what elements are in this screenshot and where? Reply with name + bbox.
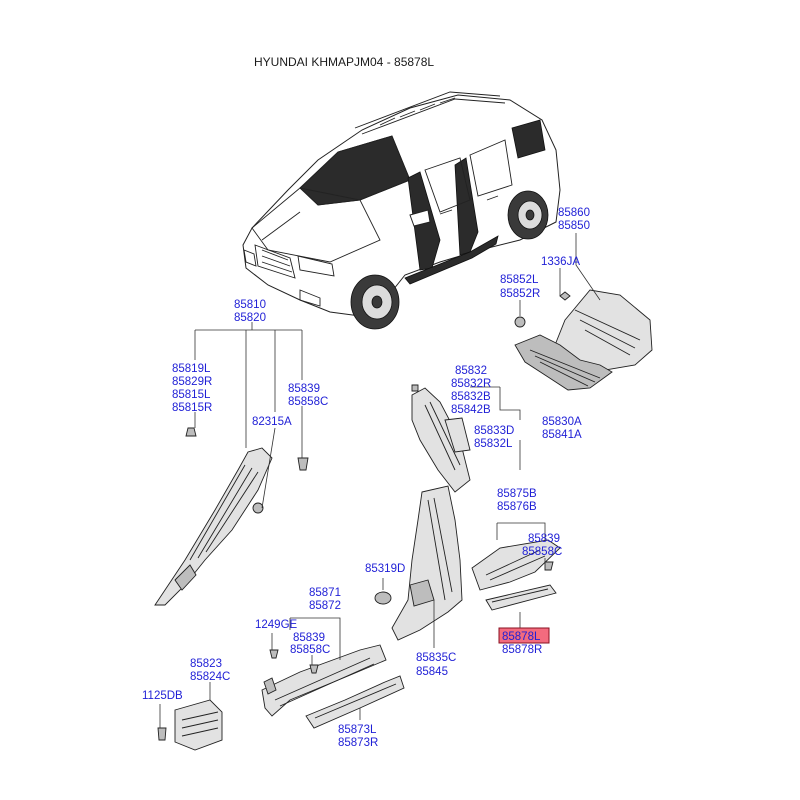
label-85858C-a[interactable]: 85858C [288, 396, 328, 408]
front-door-scuff-assembly [261, 644, 405, 729]
label-85832R[interactable]: 85832R [451, 378, 491, 390]
label-85832L[interactable]: 85832L [474, 438, 513, 450]
scuff-plate-85878L[interactable] [485, 584, 557, 611]
label-85839-a[interactable]: 85839 [288, 383, 320, 395]
label-85819L[interactable]: 85819L [172, 363, 211, 375]
label-85832B[interactable]: 85832B [451, 391, 491, 403]
clip-85839-c [309, 664, 319, 674]
front-pillar-trim [154, 427, 309, 606]
rear-door-scuff-assembly [471, 539, 561, 611]
label-85839-c[interactable]: 85839 [293, 632, 325, 644]
center-pillar-trim [374, 384, 471, 641]
label-85873R[interactable]: 85873R [338, 737, 378, 749]
clip-1336JA [559, 291, 571, 301]
label-85842B[interactable]: 85842B [451, 404, 491, 416]
clip-85839-a [297, 457, 309, 471]
label-85820[interactable]: 85820 [234, 312, 266, 324]
grommet-85319D [374, 591, 392, 605]
label-85852R[interactable]: 85852R [500, 288, 540, 300]
label-85871[interactable]: 85871 [309, 587, 341, 599]
cargo-trim-panel [514, 289, 653, 391]
label-85858C-c[interactable]: 85858C [290, 644, 330, 656]
screw-1125DB [157, 727, 167, 741]
label-85872[interactable]: 85872 [309, 600, 341, 612]
label-85839-b[interactable]: 85839 [528, 533, 560, 545]
label-85830A[interactable]: 85830A [542, 416, 582, 428]
label-85810[interactable]: 85810 [234, 299, 266, 311]
label-85832[interactable]: 85832 [455, 365, 487, 377]
clip-85839-b [544, 561, 554, 571]
label-85319D[interactable]: 85319D [365, 563, 405, 575]
label-85835C[interactable]: 85835C [416, 652, 456, 664]
label-85841A[interactable]: 85841A [542, 429, 582, 441]
clip-82315A [252, 502, 264, 514]
label-82315A[interactable]: 82315A [252, 416, 292, 428]
label-85858C-b[interactable]: 85858C [522, 546, 562, 558]
clip-85852 [514, 316, 526, 328]
label-85815L[interactable]: 85815L [172, 389, 211, 401]
label-85860[interactable]: 85860 [558, 207, 590, 219]
vehicle-illustration [242, 91, 561, 330]
label-85875B[interactable]: 85875B [497, 488, 537, 500]
cowl-side-trim [157, 699, 223, 751]
seat-belt-guide [444, 417, 471, 453]
label-85833D[interactable]: 85833D [474, 425, 514, 437]
label-85815R[interactable]: 85815R [172, 402, 212, 414]
label-85876B[interactable]: 85876B [497, 501, 537, 513]
label-85829R[interactable]: 85829R [172, 376, 212, 388]
label-85873L[interactable]: 85873L [338, 724, 377, 736]
label-85852L[interactable]: 85852L [500, 274, 539, 286]
label-85850[interactable]: 85850 [558, 220, 590, 232]
label-85878R[interactable]: 85878R [502, 644, 542, 656]
label-85823[interactable]: 85823 [190, 658, 222, 670]
label-1125DB[interactable]: 1125DB [142, 690, 183, 702]
clip-85819L [185, 427, 197, 437]
label-1336JA[interactable]: 1336JA [541, 256, 580, 268]
diagram-title: HYUNDAI KHMAPJM04 - 85878L [254, 55, 434, 69]
highlight-box-85878L[interactable] [498, 627, 550, 644]
label-85824C[interactable]: 85824C [190, 671, 230, 683]
screw-1249GE [269, 649, 279, 659]
label-1249GE[interactable]: 1249GE [255, 619, 298, 631]
label-85845[interactable]: 85845 [416, 666, 448, 678]
label-85878L[interactable]: 85878L [502, 631, 541, 643]
